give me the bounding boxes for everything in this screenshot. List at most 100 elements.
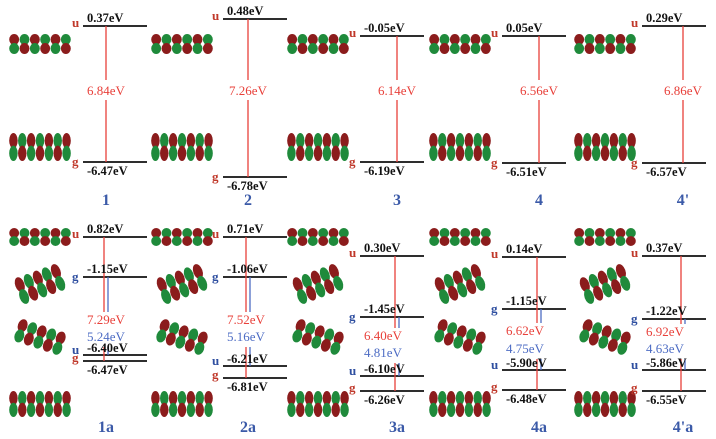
homo-orbital: [287, 133, 349, 161]
compound-label: 3a: [389, 419, 405, 436]
homo-energy: -6.19eV: [364, 164, 405, 178]
compound-label: 4a: [531, 419, 547, 436]
lumo-energy: 0.29eV: [646, 11, 682, 25]
symmetry-u-label: u: [491, 246, 498, 261]
compound-label: 3: [393, 192, 401, 209]
u-low-energy: -6.21eV: [227, 352, 268, 366]
homo-orbital: [9, 133, 71, 161]
compound-label: 1a: [98, 419, 114, 436]
orbital-g-low: [429, 391, 491, 417]
orbital-g-low: [287, 391, 349, 417]
orbital-u-low: [156, 319, 208, 355]
g-low-energy: -6.48eV: [506, 392, 547, 406]
orbital-u-top: [287, 228, 349, 246]
symmetry-g-label: g: [349, 309, 356, 324]
lumo-energy: 0.48eV: [227, 4, 263, 18]
lumo-orbital: [574, 34, 636, 54]
orbital-u-top: [151, 228, 213, 246]
symmetry-u-label: u: [212, 353, 219, 368]
lumo-energy: 0.37eV: [87, 11, 123, 25]
g-mid-energy: -1.15eV: [506, 294, 547, 308]
homo-orbital: [429, 133, 491, 161]
symmetry-g-label: g: [72, 350, 79, 365]
symmetry-u-label: u: [72, 15, 79, 30]
lumo-orbital: [151, 34, 213, 54]
symmetry-g-label: g: [631, 380, 638, 395]
compound-label: 2a: [240, 419, 256, 436]
symmetry-u-label: u: [212, 226, 219, 241]
u-low-energy: -6.10eV: [364, 362, 405, 376]
lumo-energy: -0.05eV: [364, 21, 405, 35]
gap-red-energy: 7.52eV: [227, 312, 266, 327]
gap-blue-energy: 5.24eV: [87, 329, 126, 344]
homo-energy: -6.78eV: [227, 179, 268, 193]
orbital-g-mid: [579, 264, 631, 304]
u-top-energy: 0.71eV: [227, 222, 263, 236]
compound-label: 1: [102, 192, 110, 209]
u-low-energy: -5.90eV: [506, 356, 547, 370]
orbital-g-mid: [292, 264, 344, 304]
homo-energy: -6.51eV: [506, 165, 547, 179]
symmetry-u-label: u: [491, 357, 498, 372]
gap-red-energy: 7.29eV: [87, 312, 126, 327]
u-top-energy: 0.82eV: [87, 222, 123, 236]
symmetry-g-label: g: [349, 380, 356, 395]
orbital-g-low: [574, 391, 636, 417]
gap-energy: 6.14eV: [378, 83, 417, 98]
lumo-orbital: [429, 34, 491, 54]
symmetry-g-label: g: [72, 269, 79, 284]
gap-red-energy: 6.40eV: [364, 328, 403, 343]
symmetry-u-label: u: [72, 226, 79, 241]
g-low-energy: -6.55eV: [646, 393, 687, 407]
g-mid-energy: -1.15eV: [87, 262, 128, 276]
orbital-g-mid: [14, 264, 66, 304]
orbital-g-mid: [434, 264, 486, 304]
symmetry-g-label: g: [491, 155, 498, 170]
orbital-g-low: [9, 391, 71, 417]
gap-energy: 6.86eV: [664, 83, 703, 98]
symmetry-g-label: g: [491, 301, 498, 316]
gap-blue-energy: 4.75eV: [506, 341, 545, 356]
symmetry-g-label: g: [491, 379, 498, 394]
symmetry-u-label: u: [491, 25, 498, 40]
g-low-energy: -6.26eV: [364, 393, 405, 407]
symmetry-g-label: g: [212, 169, 219, 184]
compound-label: 4': [677, 192, 689, 209]
compound-label: 4: [535, 192, 543, 209]
u-low-energy: -5.86eV: [646, 356, 687, 370]
g-mid-energy: -1.06eV: [227, 262, 268, 276]
gap-red-energy: 6.62eV: [506, 323, 545, 338]
orbital-u-top: [9, 228, 71, 246]
symmetry-u-label: u: [349, 363, 356, 378]
orbital-g-mid: [156, 264, 208, 304]
gap-blue-energy: 4.63eV: [646, 341, 685, 356]
compound-label: 4'a: [673, 419, 693, 436]
gap-blue-energy: 4.81eV: [364, 345, 403, 360]
u-low-energy: -6.40eV: [87, 341, 128, 355]
symmetry-u-label: u: [349, 245, 356, 260]
orbital-u-top: [574, 228, 636, 246]
compound-label: 2: [244, 192, 252, 209]
symmetry-g-label: g: [212, 367, 219, 382]
orbital-u-low: [579, 319, 631, 355]
homo-energy: -6.57eV: [646, 165, 687, 179]
g-low-energy: -6.47eV: [87, 363, 128, 377]
u-top-energy: 0.14eV: [506, 242, 542, 256]
u-top-energy: 0.30eV: [364, 241, 400, 255]
gap-energy: 6.84eV: [87, 83, 126, 98]
homo-energy: -6.47eV: [87, 164, 128, 178]
symmetry-u-label: u: [72, 342, 79, 357]
symmetry-g-label: g: [212, 269, 219, 284]
symmetry-u-label: u: [631, 15, 638, 30]
symmetry-u-label: u: [631, 357, 638, 372]
gap-red-energy: 6.92eV: [646, 324, 685, 339]
symmetry-u-label: u: [631, 245, 638, 260]
lumo-orbital: [287, 34, 349, 54]
g-low-energy: -6.81eV: [227, 380, 268, 394]
symmetry-g-label: g: [631, 155, 638, 170]
symmetry-g-label: g: [349, 154, 356, 169]
symmetry-g-label: g: [72, 154, 79, 169]
g-mid-energy: -1.22eV: [646, 304, 687, 318]
symmetry-u-label: u: [212, 8, 219, 23]
